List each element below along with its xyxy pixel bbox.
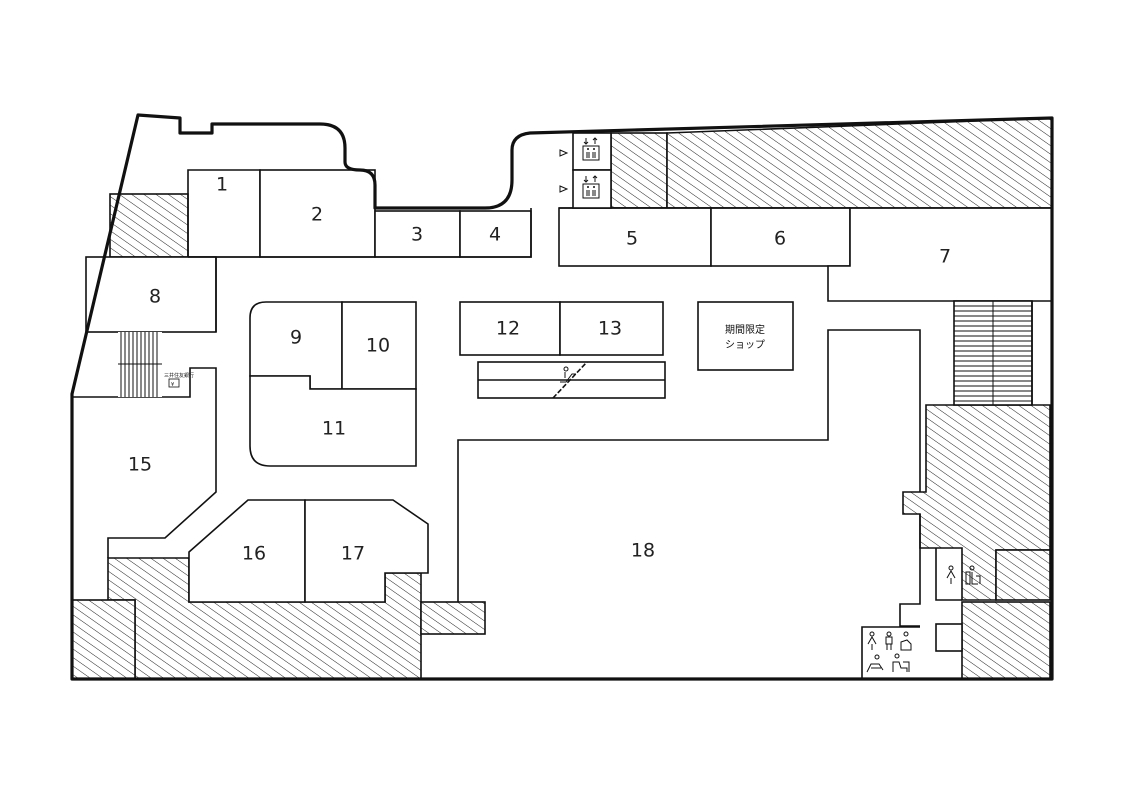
service-area-right-small <box>995 549 1051 601</box>
label-2: 2 <box>311 204 323 226</box>
service-area-bottom-right <box>961 601 1051 680</box>
area-18-boundary <box>457 329 921 602</box>
service-area-top-right-wide <box>666 117 1053 209</box>
service-area-top-right <box>610 132 668 209</box>
elevators <box>559 132 612 209</box>
label-17: 17 <box>341 543 365 565</box>
elevator-arrow-icon <box>559 185 569 193</box>
baby-room-icon[interactable] <box>900 631 912 651</box>
atm-sign: 三井住友銀行 <box>164 372 194 379</box>
shop-13[interactable] <box>559 301 664 356</box>
label-7: 7 <box>939 246 951 268</box>
service-area-bottom-mid <box>420 601 486 635</box>
label-6: 6 <box>774 228 786 250</box>
stairs-right <box>953 300 1033 406</box>
lower-room-wall <box>861 626 920 679</box>
shop-10[interactable] <box>341 301 417 390</box>
label-16: 16 <box>242 543 266 565</box>
shop-2[interactable] <box>259 169 376 258</box>
area-18-right-wall <box>899 514 921 627</box>
baby-room-icon[interactable] <box>866 654 884 673</box>
multipurpose-restroom-icon[interactable] <box>892 653 910 672</box>
stairs-left <box>118 332 162 397</box>
popup-shop[interactable] <box>697 301 794 371</box>
label-4: 4 <box>489 224 501 246</box>
label-18: 18 <box>631 540 655 562</box>
shop-16[interactable] <box>188 499 306 603</box>
multipurpose-restroom-icon[interactable] <box>965 565 981 585</box>
atm: 三井住友銀行 ¥ <box>164 372 194 388</box>
label-11: 11 <box>322 418 346 440</box>
walls <box>72 207 1052 679</box>
service-areas <box>71 117 1053 680</box>
label-15: 15 <box>128 454 152 476</box>
restroom-icon[interactable] <box>885 631 893 650</box>
shops <box>85 169 1053 603</box>
popup-shop-label-line2: ショップ <box>725 339 765 351</box>
label-12: 12 <box>496 318 520 340</box>
popup-shop-label-line1: 期間限定 <box>725 323 765 336</box>
corridor-15-wall <box>72 367 217 558</box>
escalator-slash <box>552 361 588 399</box>
shop-12[interactable] <box>459 301 561 356</box>
small-room <box>935 623 963 652</box>
label-13: 13 <box>598 318 622 340</box>
upper-corridor-wall <box>188 208 532 258</box>
restroom-wall <box>935 548 962 601</box>
room-labels: 1 2 3 4 5 6 7 8 9 10 11 12 13 15 16 17 1… <box>128 174 951 565</box>
label-3: 3 <box>411 224 423 246</box>
label-8: 8 <box>149 286 161 308</box>
label-5: 5 <box>626 228 638 250</box>
label-10: 10 <box>366 335 390 357</box>
shop-17[interactable] <box>304 499 429 603</box>
escalator-icon <box>560 366 576 383</box>
label-9: 9 <box>290 327 302 349</box>
restroom-icons <box>866 565 981 673</box>
restroom-icon[interactable] <box>867 631 877 650</box>
shop-3[interactable] <box>374 210 461 258</box>
shop-8[interactable] <box>85 256 217 333</box>
elevator-2[interactable] <box>572 169 612 209</box>
restroom-icon[interactable] <box>946 565 956 584</box>
building-outline <box>70 113 1054 681</box>
shop-6[interactable] <box>710 207 851 267</box>
service-area-bottom-left-corner <box>71 599 136 680</box>
escalator <box>477 361 666 399</box>
elevator-arrow-icon <box>559 149 569 157</box>
service-area-left-top <box>109 193 189 258</box>
atm-icon[interactable] <box>168 378 180 388</box>
elevator-icon <box>582 137 600 161</box>
elevator-icon <box>582 175 600 199</box>
elevator-1[interactable] <box>572 132 612 171</box>
atm-yen-icon: ¥ <box>171 382 174 388</box>
shop-11[interactable] <box>249 375 417 467</box>
label-1: 1 <box>216 174 228 196</box>
